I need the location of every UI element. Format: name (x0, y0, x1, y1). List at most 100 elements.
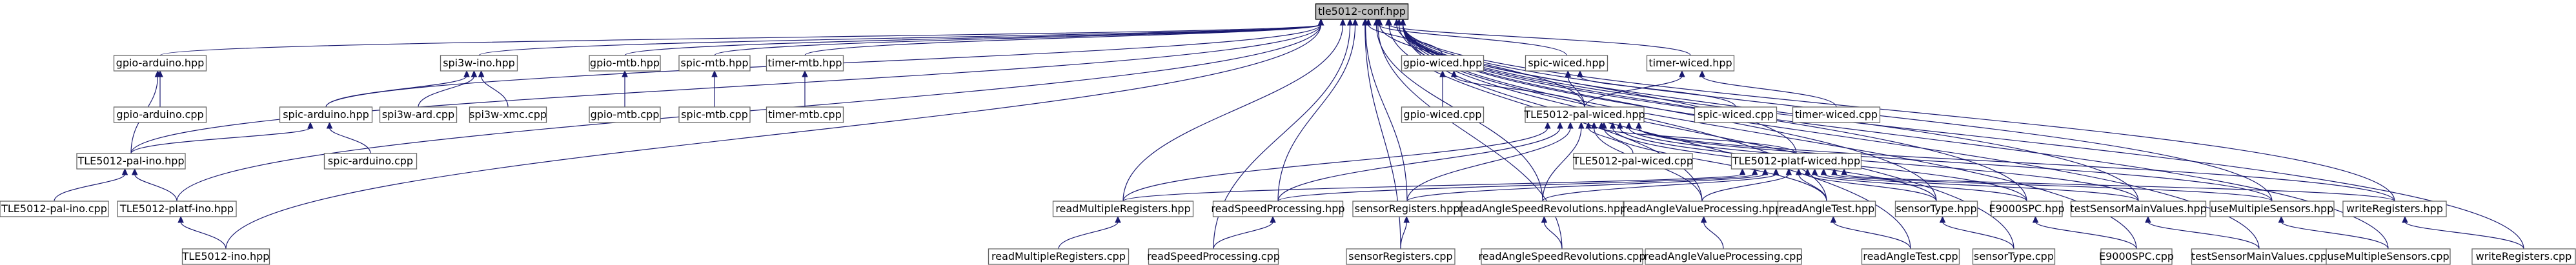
node-box (1972, 248, 2056, 265)
arrowhead (1545, 121, 1551, 129)
node-sensorregisters-hpp[interactable]: sensorRegisters.hpp (1352, 201, 1462, 217)
node-gpio-arduino-hpp[interactable]: gpio-arduino.hpp (113, 55, 207, 72)
node-readspeedprocessing-cpp[interactable]: readSpeedProcessing.cpp (1147, 248, 1280, 265)
node-sensorregisters-cpp[interactable]: sensorRegisters.cpp (1346, 248, 1455, 265)
node-writeregisters-hpp[interactable]: writeRegisters.hpp (2342, 201, 2447, 217)
node-box (1894, 201, 1978, 217)
node-label: readMultipleRegisters.hpp (1055, 202, 1190, 215)
node-label: sensorType.cpp (1974, 250, 2054, 262)
node-box (988, 248, 1130, 265)
node-spic-arduino-hpp[interactable]: spic-arduino.hpp (279, 106, 373, 123)
node-gpio-arduino-cpp[interactable]: gpio-arduino.cpp (113, 106, 207, 123)
node-spic-arduino-cpp[interactable]: spic-arduino.cpp (323, 153, 418, 170)
edge-tle5012-pal-wiced-hpp-to-spic-wiced-hpp (1567, 75, 1585, 108)
node-timer-wiced-hpp[interactable]: timer-wiced.hpp (1646, 55, 1735, 72)
node-tle5012-pal-ino-cpp[interactable]: TLE5012-pal-ino.cpp (0, 201, 109, 217)
node-usemultiplesensors-hpp[interactable]: useMultipleSensors.hpp (2209, 201, 2335, 217)
edge-readspeedprocessing-hpp-to-tle5012-platf-wiced-hpp (1277, 173, 1756, 202)
node-label: spic-wiced.cpp (1698, 108, 1774, 121)
node-spic-wiced-hpp[interactable]: spic-wiced.hpp (1525, 55, 1608, 72)
edge-sensorregisters-hpp-to-tle5012-pal-wiced-hpp (1406, 127, 1571, 202)
node-spic-mtb-cpp[interactable]: spic-mtb.cpp (678, 106, 751, 123)
node-box (1792, 106, 1881, 123)
node-spi3w-xmc-cpp[interactable]: spi3w-xmc.cpp (469, 106, 547, 123)
node-timer-mtb-cpp[interactable]: timer-mtb.cpp (766, 106, 844, 123)
node-sensortype-hpp[interactable]: sensorType.hpp (1894, 201, 1978, 217)
node-e9000spc-cpp[interactable]: E9000SPC.cpp (2099, 248, 2174, 265)
node-writeregisters-cpp[interactable]: writeRegisters.cpp (2471, 248, 2576, 265)
node-readanglevalueprocessing-cpp[interactable]: readAngleValueProcessing.cpp (1644, 248, 1803, 265)
arrowhead (1939, 215, 1946, 223)
node-testsensormainvalues-cpp[interactable]: testSensorMainValues.cpp (2191, 248, 2328, 265)
edge-readanglevalueprocessing-cpp-to-readanglevalueprocessing-hpp (1703, 221, 1724, 250)
edge-tle5012-pal-ino-hpp-to-tle5012-conf-hpp (130, 24, 1322, 154)
node-timer-mtb-hpp[interactable]: timer-mtb.hpp (766, 55, 844, 72)
arrowhead (1811, 168, 1818, 175)
node-readmultipleregisters-cpp[interactable]: readMultipleRegisters.cpp (988, 248, 1130, 265)
node-label: readAngleValueProcessing.cpp (1644, 250, 1802, 262)
arrowhead (1362, 18, 1368, 26)
node-readangletest-cpp[interactable]: readAngleTest.cpp (1861, 248, 1960, 265)
edge-tle5012-pal-wiced-hpp-to-timer-wiced-hpp (1584, 75, 1683, 108)
edge-readangletest-cpp-to-readangletest-hpp (1832, 221, 1911, 250)
node-readanglevalueprocessing-hpp[interactable]: readAngleValueProcessing.hpp (1623, 201, 1781, 217)
edge-usemultiplesensors-hpp-to-tle5012-pal-wiced-hpp (1638, 127, 2273, 202)
node-gpio-mtb-cpp[interactable]: gpio-mtb.cpp (589, 106, 661, 123)
arrowhead (1386, 18, 1392, 26)
node-label: readAngleTest.cpp (1863, 250, 1958, 262)
node-readanglespeedrevolutions-cpp[interactable]: readAngleSpeedRevolutions.cpp (1479, 248, 1646, 265)
node-tle5012-conf-hpp[interactable]: tle5012-conf.hpp (1315, 3, 1409, 20)
arrowhead (1567, 121, 1574, 129)
node-readspeedprocessing-hpp[interactable]: readSpeedProcessing.hpp (1211, 201, 1345, 217)
node-gpio-mtb-hpp[interactable]: gpio-mtb.hpp (589, 55, 661, 72)
node-label: timer-wiced.cpp (1795, 108, 1878, 121)
node-label: gpio-mtb.hpp (590, 57, 660, 69)
arrowhead (1636, 121, 1642, 129)
node-tle5012-platf-wiced-hpp[interactable]: TLE5012-platf-wiced.hpp (1730, 153, 1862, 170)
edge-sensorregisters-hpp-to-tle5012-conf-hpp (1365, 24, 1408, 202)
node-spi3w-ino-hpp[interactable]: spi3w-ino.hpp (440, 55, 518, 72)
node-timer-wiced-cpp[interactable]: timer-wiced.cpp (1792, 106, 1881, 123)
node-box (2342, 201, 2447, 217)
node-box (1148, 248, 1279, 265)
edge-writeregisters-hpp-to-tle5012-platf-wiced-hpp (1843, 173, 2395, 202)
arrowhead (471, 70, 478, 77)
node-label: timer-mtb.hpp (767, 57, 842, 69)
node-label: gpio-wiced.hpp (1403, 57, 1482, 69)
arrowhead (2032, 215, 2039, 223)
arrowhead (1679, 70, 1685, 77)
node-tle5012-pal-ino-hpp[interactable]: TLE5012-pal-ino.hpp (76, 153, 186, 170)
node-tle5012-platf-ino-hpp[interactable]: TLE5012-platf-ino.hpp (117, 201, 237, 217)
node-gpio-wiced-cpp[interactable]: gpio-wiced.cpp (1401, 106, 1485, 123)
node-tle5012-ino-hpp[interactable]: TLE5012-ino.hpp (182, 248, 270, 265)
arrowhead (1785, 168, 1792, 175)
edge-timer-wiced-cpp-to-timer-wiced-hpp (1701, 75, 1837, 108)
node-gpio-wiced-hpp[interactable]: gpio-wiced.hpp (1401, 55, 1485, 72)
node-testsensormainvalues-hpp[interactable]: testSensorMainValues.hpp (2070, 201, 2207, 217)
arrowhead (1804, 168, 1811, 175)
node-e9000spc-hpp[interactable]: E9000SPC.hpp (1989, 201, 2065, 217)
node-box (2326, 248, 2451, 265)
node-readangletest-hpp[interactable]: readAngleTest.hpp (1777, 201, 1876, 217)
node-spic-mtb-hpp[interactable]: spic-mtb.hpp (678, 55, 751, 72)
node-tle5012-pal-wiced-hpp[interactable]: TLE5012-pal-wiced.hpp (1523, 106, 1645, 123)
node-spi3w-ard-cpp[interactable]: spi3w-ard.cpp (379, 106, 458, 123)
node-tle5012-pal-wiced-cpp[interactable]: TLE5012-pal-wiced.cpp (1572, 153, 1693, 170)
node-readanglespeedrevolutions-hpp[interactable]: readAngleSpeedRevolutions.hpp (1459, 201, 1627, 217)
node-label: testSensorMainValues.cpp (2191, 250, 2327, 262)
node-usemultiplesensors-cpp[interactable]: useMultipleSensors.cpp (2326, 248, 2451, 265)
node-box (1401, 106, 1485, 123)
node-sensortype-cpp[interactable]: sensorType.cpp (1972, 248, 2056, 265)
edge-spic-mtb-hpp-to-tle5012-conf-hpp (714, 24, 1322, 56)
node-label: useMultipleSensors.hpp (2211, 202, 2334, 215)
node-spic-wiced-cpp[interactable]: spic-wiced.cpp (1694, 106, 1778, 123)
edge-e9000spc-cpp-to-e9000spc-hpp (2035, 221, 2137, 250)
arrowhead (1751, 168, 1758, 175)
node-label: timer-wiced.hpp (1648, 57, 1732, 69)
node-box (76, 153, 186, 170)
node-label: TLE5012-pal-ino.cpp (1, 202, 107, 215)
node-readmultipleregisters-hpp[interactable]: readMultipleRegisters.hpp (1052, 201, 1194, 217)
node-label: readSpeedProcessing.hpp (1211, 202, 1344, 215)
arrowhead (463, 70, 470, 77)
node-label: E9000SPC.hpp (1989, 202, 2064, 215)
